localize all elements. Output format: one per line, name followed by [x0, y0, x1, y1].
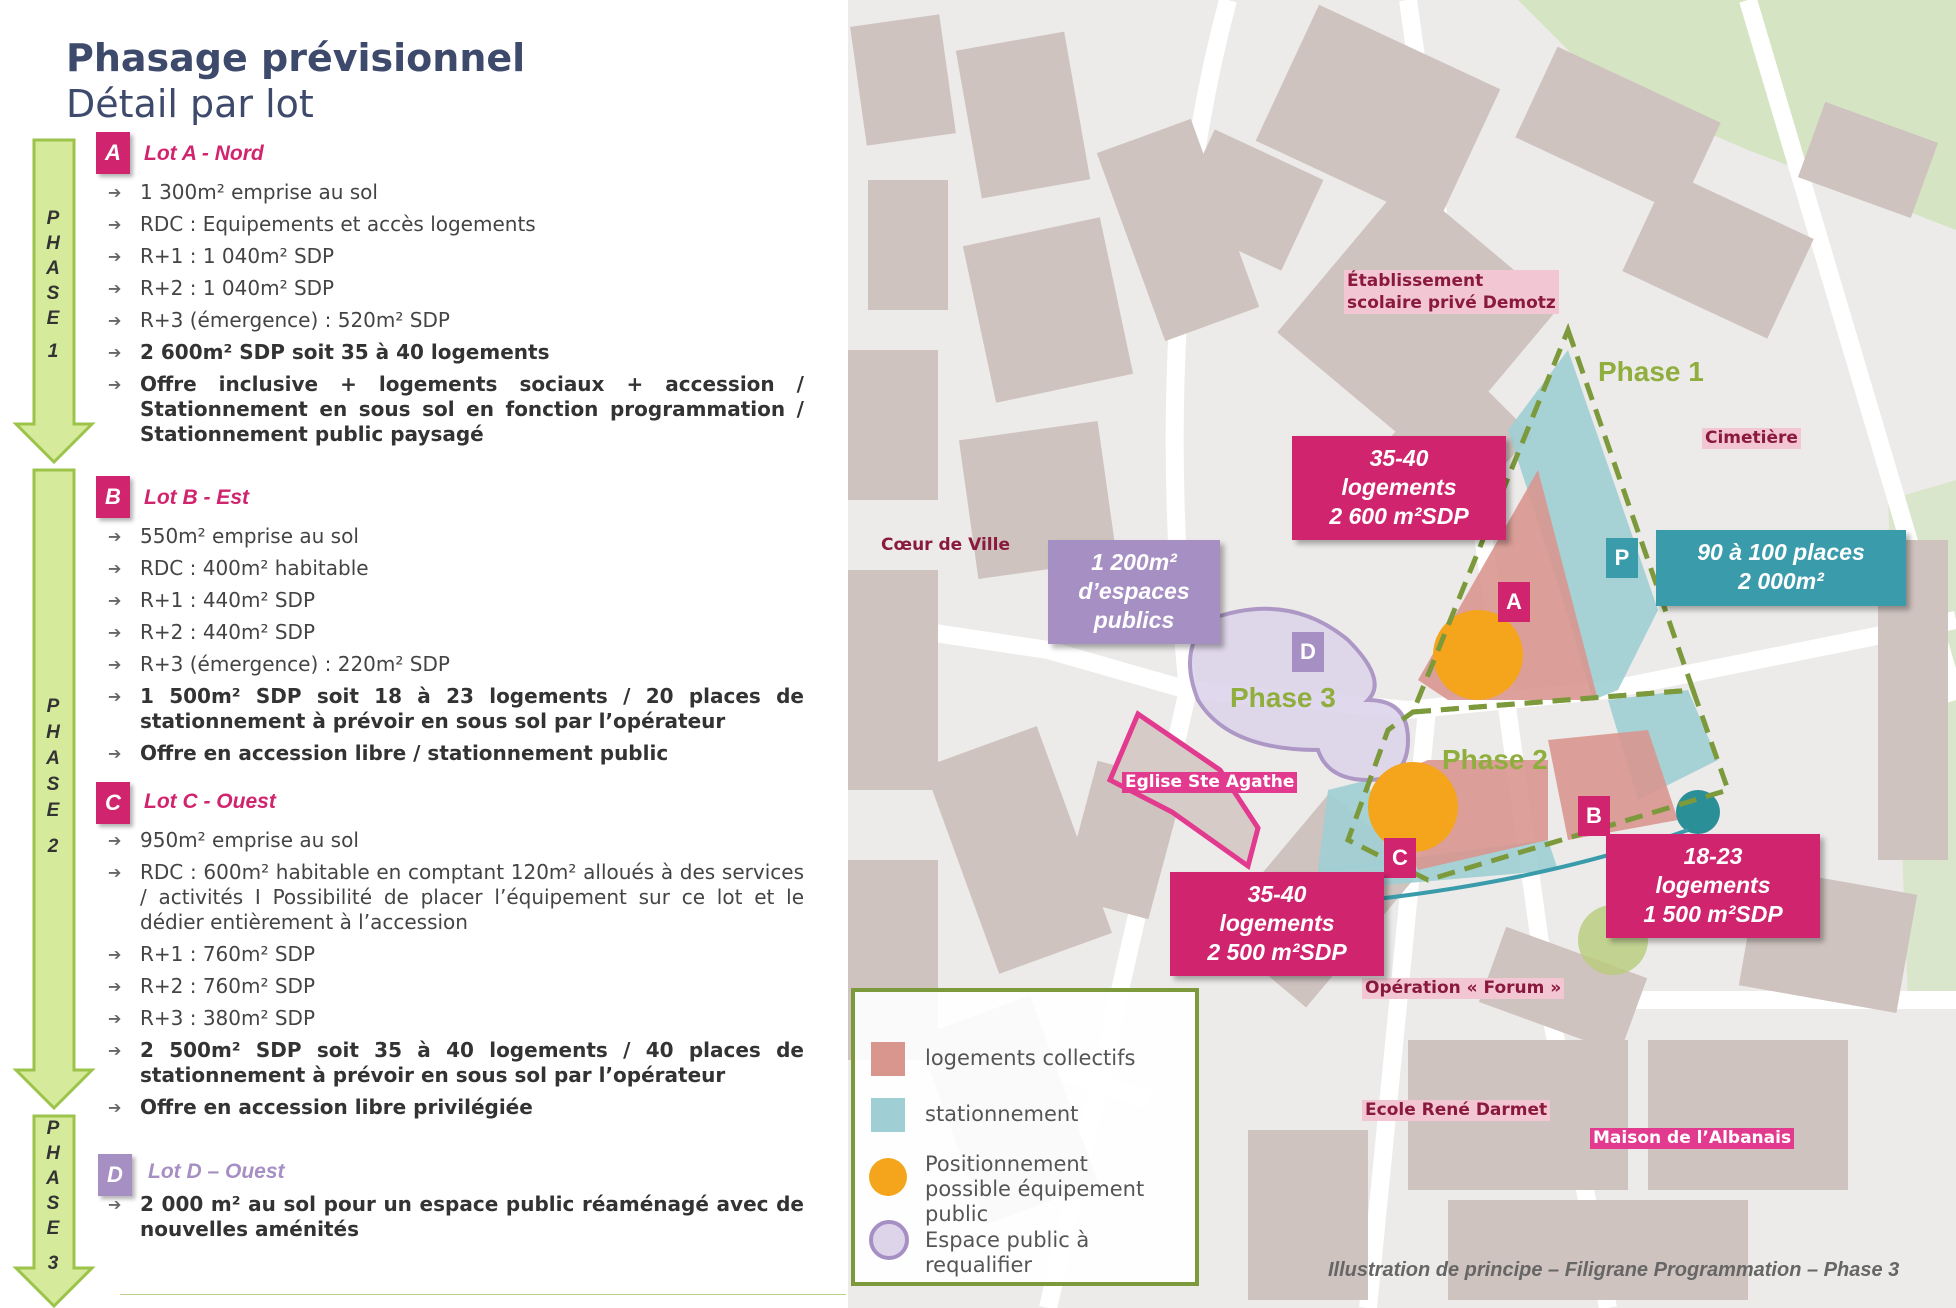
legend-swatch-parking [871, 1098, 905, 1132]
equipment-circle-a [1433, 610, 1523, 700]
phase-letter: H [46, 233, 60, 254]
list-item: ➔2 500m² SDP soit 35 à 40 logements / 40… [108, 1038, 804, 1087]
map-label-demotz: Établissement scolaire privé Demotz [1344, 270, 1559, 314]
list-item: ➔950m² emprise au sol [108, 828, 359, 852]
lot-a-badge: A [96, 132, 130, 174]
map-label-darmet: Ecole René Darmet [1362, 1100, 1551, 1121]
footer-divider [120, 1294, 846, 1295]
phase-letter: P [46, 696, 60, 717]
list-item: ➔RDC : 600m² habitable en comptant 120m²… [108, 860, 804, 934]
legend-label-public: Espace public à requalifier [925, 1228, 1090, 1277]
list-item: ➔R+1 : 760m² SDP [108, 942, 316, 966]
list-item: ➔2 600m² SDP soit 35 à 40 logements [108, 340, 550, 364]
phase-2-arrow [12, 468, 96, 1111]
phase-letter: S [46, 774, 60, 795]
list-item: ➔R+1 : 1 040m² SDP [108, 244, 335, 268]
phase-letter: S [46, 1193, 60, 1214]
phase-letter: E [46, 308, 60, 329]
list-item: ➔Offre inclusive + logements sociaux + a… [108, 372, 804, 446]
legend-label-parking: stationnement [925, 1102, 1079, 1126]
phase-letter: A [46, 258, 60, 279]
phase-1-text: Phase 1 [1598, 356, 1704, 387]
list-item: ➔1 300m² emprise au sol [108, 180, 378, 204]
legend-swatch-public [869, 1220, 909, 1260]
phase-letter: E [46, 1218, 60, 1239]
list-item: ➔R+3 (émergence) : 520m² SDP [108, 308, 450, 332]
phase-3-text: Phase 3 [1230, 682, 1336, 713]
phase-2-label: P H A S E 2 [40, 694, 66, 860]
lot-a-title: Lot A - Nord [144, 142, 264, 165]
phase-letter: E [46, 800, 60, 821]
map-label-forum: Opération « Forum » [1362, 978, 1565, 999]
phase-letter: A [46, 748, 60, 769]
lot-c-title: Lot C - Ouest [144, 790, 276, 813]
list-item: ➔R+2 : 760m² SDP [108, 974, 316, 998]
legend-label-housing: logements collectifs [925, 1046, 1136, 1070]
buildings [848, 4, 1948, 1300]
list-item: ➔Offre en accession libre / stationnemen… [108, 741, 669, 765]
marker-b: B [1578, 796, 1610, 836]
list-item: ➔RDC : Equipements et accès logements [108, 212, 536, 236]
list-item: ➔R+2 : 440m² SDP [108, 620, 316, 644]
map-caption: Illustration de principe – Filigrane Pro… [1328, 1259, 1900, 1281]
map-label-cimetiere: Cimetière [1702, 428, 1801, 449]
marker-p: P [1606, 538, 1638, 578]
phase-letter: P [46, 208, 60, 229]
parking-zone-1 [1508, 350, 1658, 700]
lot-c-badge: C [96, 782, 130, 824]
lot-b-title: Lot B - Est [144, 486, 249, 509]
legend-swatch-equipment [869, 1158, 907, 1196]
list-item: ➔Offre en accession libre privilégiée [108, 1095, 533, 1119]
page-subtitle: Détail par lot [66, 82, 314, 126]
map-base [848, 0, 1956, 1308]
phase-letter: 2 [47, 836, 59, 857]
phase-letter: P [46, 1118, 60, 1139]
equipment-circle-c [1368, 762, 1458, 852]
legend-swatch-housing [871, 1042, 905, 1076]
left-panel: Phasage prévisionnel Détail par lot P H … [0, 0, 848, 1308]
phase-letter: H [46, 1143, 60, 1164]
list-item: ➔2 000 m² au sol pour un espace public r… [108, 1192, 804, 1241]
phase-letter: 1 [47, 341, 59, 362]
phase-2-text: Phase 2 [1442, 744, 1548, 775]
list-item: ➔R+3 (émergence) : 220m² SDP [108, 652, 450, 676]
page-title: Phasage prévisionnel [66, 36, 526, 80]
marker-a: A [1498, 582, 1530, 622]
phase-3-arrow [12, 1114, 96, 1308]
list-item: ➔RDC : 400m² habitable [108, 556, 369, 580]
map-label-coeur-de-ville: Cœur de Ville [881, 535, 1010, 555]
phase-letter: S [46, 283, 60, 304]
phase-3-label: P H A S E 3 [40, 1116, 66, 1276]
lot-d-badge: D [98, 1154, 132, 1196]
phase-letter: H [46, 722, 60, 743]
phase-1-arrow [12, 138, 96, 465]
phase-arrows [12, 138, 96, 1308]
phase-1-label: P H A S E 1 [40, 206, 66, 364]
legend-label-equipment: Positionnement possible équipement publi… [925, 1152, 1145, 1226]
list-item: ➔R+2 : 1 040m² SDP [108, 276, 335, 300]
phase-letter: 3 [47, 1253, 59, 1274]
marker-d: D [1292, 632, 1324, 672]
lot-d-title: Lot D – Ouest [148, 1160, 285, 1183]
map-label-albanais: Maison de l’Albanais [1590, 1128, 1795, 1149]
map-legend: logements collectifs stationnement Posit… [851, 988, 1199, 1286]
list-item: ➔R+3 : 380m² SDP [108, 1006, 316, 1030]
list-item: ➔1 500m² SDP soit 18 à 23 logements / 20… [108, 684, 804, 733]
list-item: ➔R+1 : 440m² SDP [108, 588, 316, 612]
map-label-eglise: Eglise Ste Agathe [1122, 772, 1298, 793]
list-item: ➔550m² emprise au sol [108, 524, 359, 548]
phase-letter: A [46, 1168, 60, 1189]
marker-c: C [1384, 838, 1416, 878]
lot-b-badge: B [96, 476, 130, 518]
